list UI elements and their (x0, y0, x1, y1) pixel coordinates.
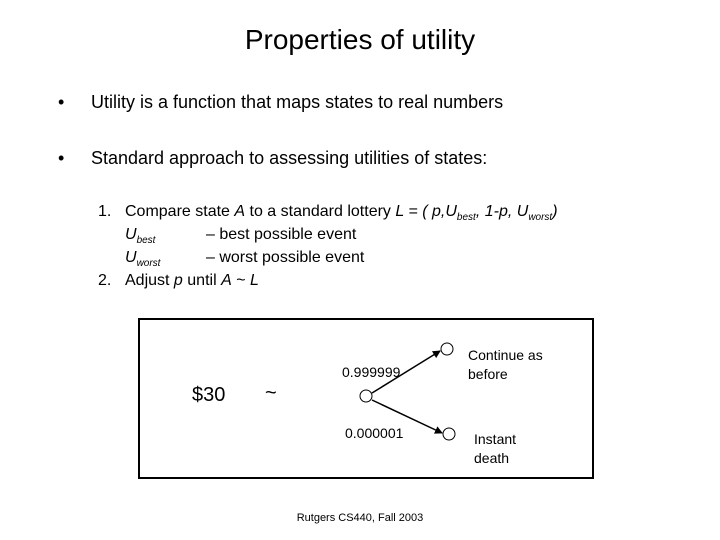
outcome-line: death (474, 450, 510, 466)
outcome-line: Instant (474, 431, 517, 447)
bullet-text-1: Utility is a function that maps states t… (91, 92, 504, 112)
equivalence-symbol: ~ (265, 382, 277, 404)
lottery-symbol: L (395, 203, 404, 220)
outcome-line: Continue as (468, 347, 543, 363)
certain-value: $30 (192, 384, 226, 406)
state-symbol: A (234, 203, 246, 220)
definition-best-desc: – best possible event (206, 226, 357, 243)
state-symbol: A (221, 272, 232, 289)
text: ) (552, 203, 558, 220)
step-number-2: 2. (98, 272, 112, 289)
subscript: best (456, 212, 476, 223)
lottery-diagram-box (138, 318, 594, 479)
definition-worst-desc: – worst possible event (206, 249, 365, 266)
probability-bottom: 0.000001 (345, 425, 404, 441)
text: , 1- (475, 203, 499, 220)
step-1-text: Compare state A to a standard lottery L … (125, 203, 558, 223)
lottery-symbol: L (249, 272, 259, 289)
branch-arrow-top (371, 350, 441, 394)
definition-worst-symbol: Uworst (125, 249, 161, 269)
u-symbol: U (516, 203, 529, 220)
p-symbol: p (498, 203, 508, 220)
text: ~ (231, 272, 250, 289)
bullet-marker: • (58, 92, 65, 112)
text: , (440, 203, 446, 220)
text: Compare state (125, 203, 235, 220)
step-2-text: Adjust p until A ~ L (125, 272, 259, 290)
subscript: worst (528, 212, 553, 223)
footer-text: Rutgers CS440, Fall 2003 (296, 512, 424, 524)
p-symbol: p (432, 203, 441, 220)
outcome-line: before (468, 366, 508, 382)
bullet-marker: • (58, 148, 65, 168)
outcome-node-icon (440, 342, 454, 356)
definition-best-symbol: Ubest (125, 226, 156, 246)
bullet-text-2: Standard approach to assessing utilities… (91, 148, 488, 168)
subscript: worst (136, 258, 161, 269)
chance-node-icon (359, 389, 373, 403)
u-symbol: U (445, 203, 457, 220)
slide-title: Properties of utility (244, 24, 476, 55)
text: until (182, 272, 222, 289)
subscript: best (136, 235, 156, 246)
branch-arrow-bottom (371, 399, 443, 434)
probability-top: 0.999999 (342, 364, 401, 380)
step-number-1: 1. (98, 203, 112, 220)
outcome-top: Continue as before (468, 346, 543, 384)
outcome-node-icon (442, 427, 456, 441)
text: = ( (403, 203, 432, 220)
u-symbol: U (125, 226, 137, 243)
u-symbol: U (125, 249, 137, 266)
text: Adjust (125, 272, 174, 289)
outcome-bottom: Instant death (474, 430, 516, 468)
text: to a standard lottery (245, 203, 396, 220)
p-symbol: p (173, 272, 183, 289)
text: , (507, 203, 517, 220)
